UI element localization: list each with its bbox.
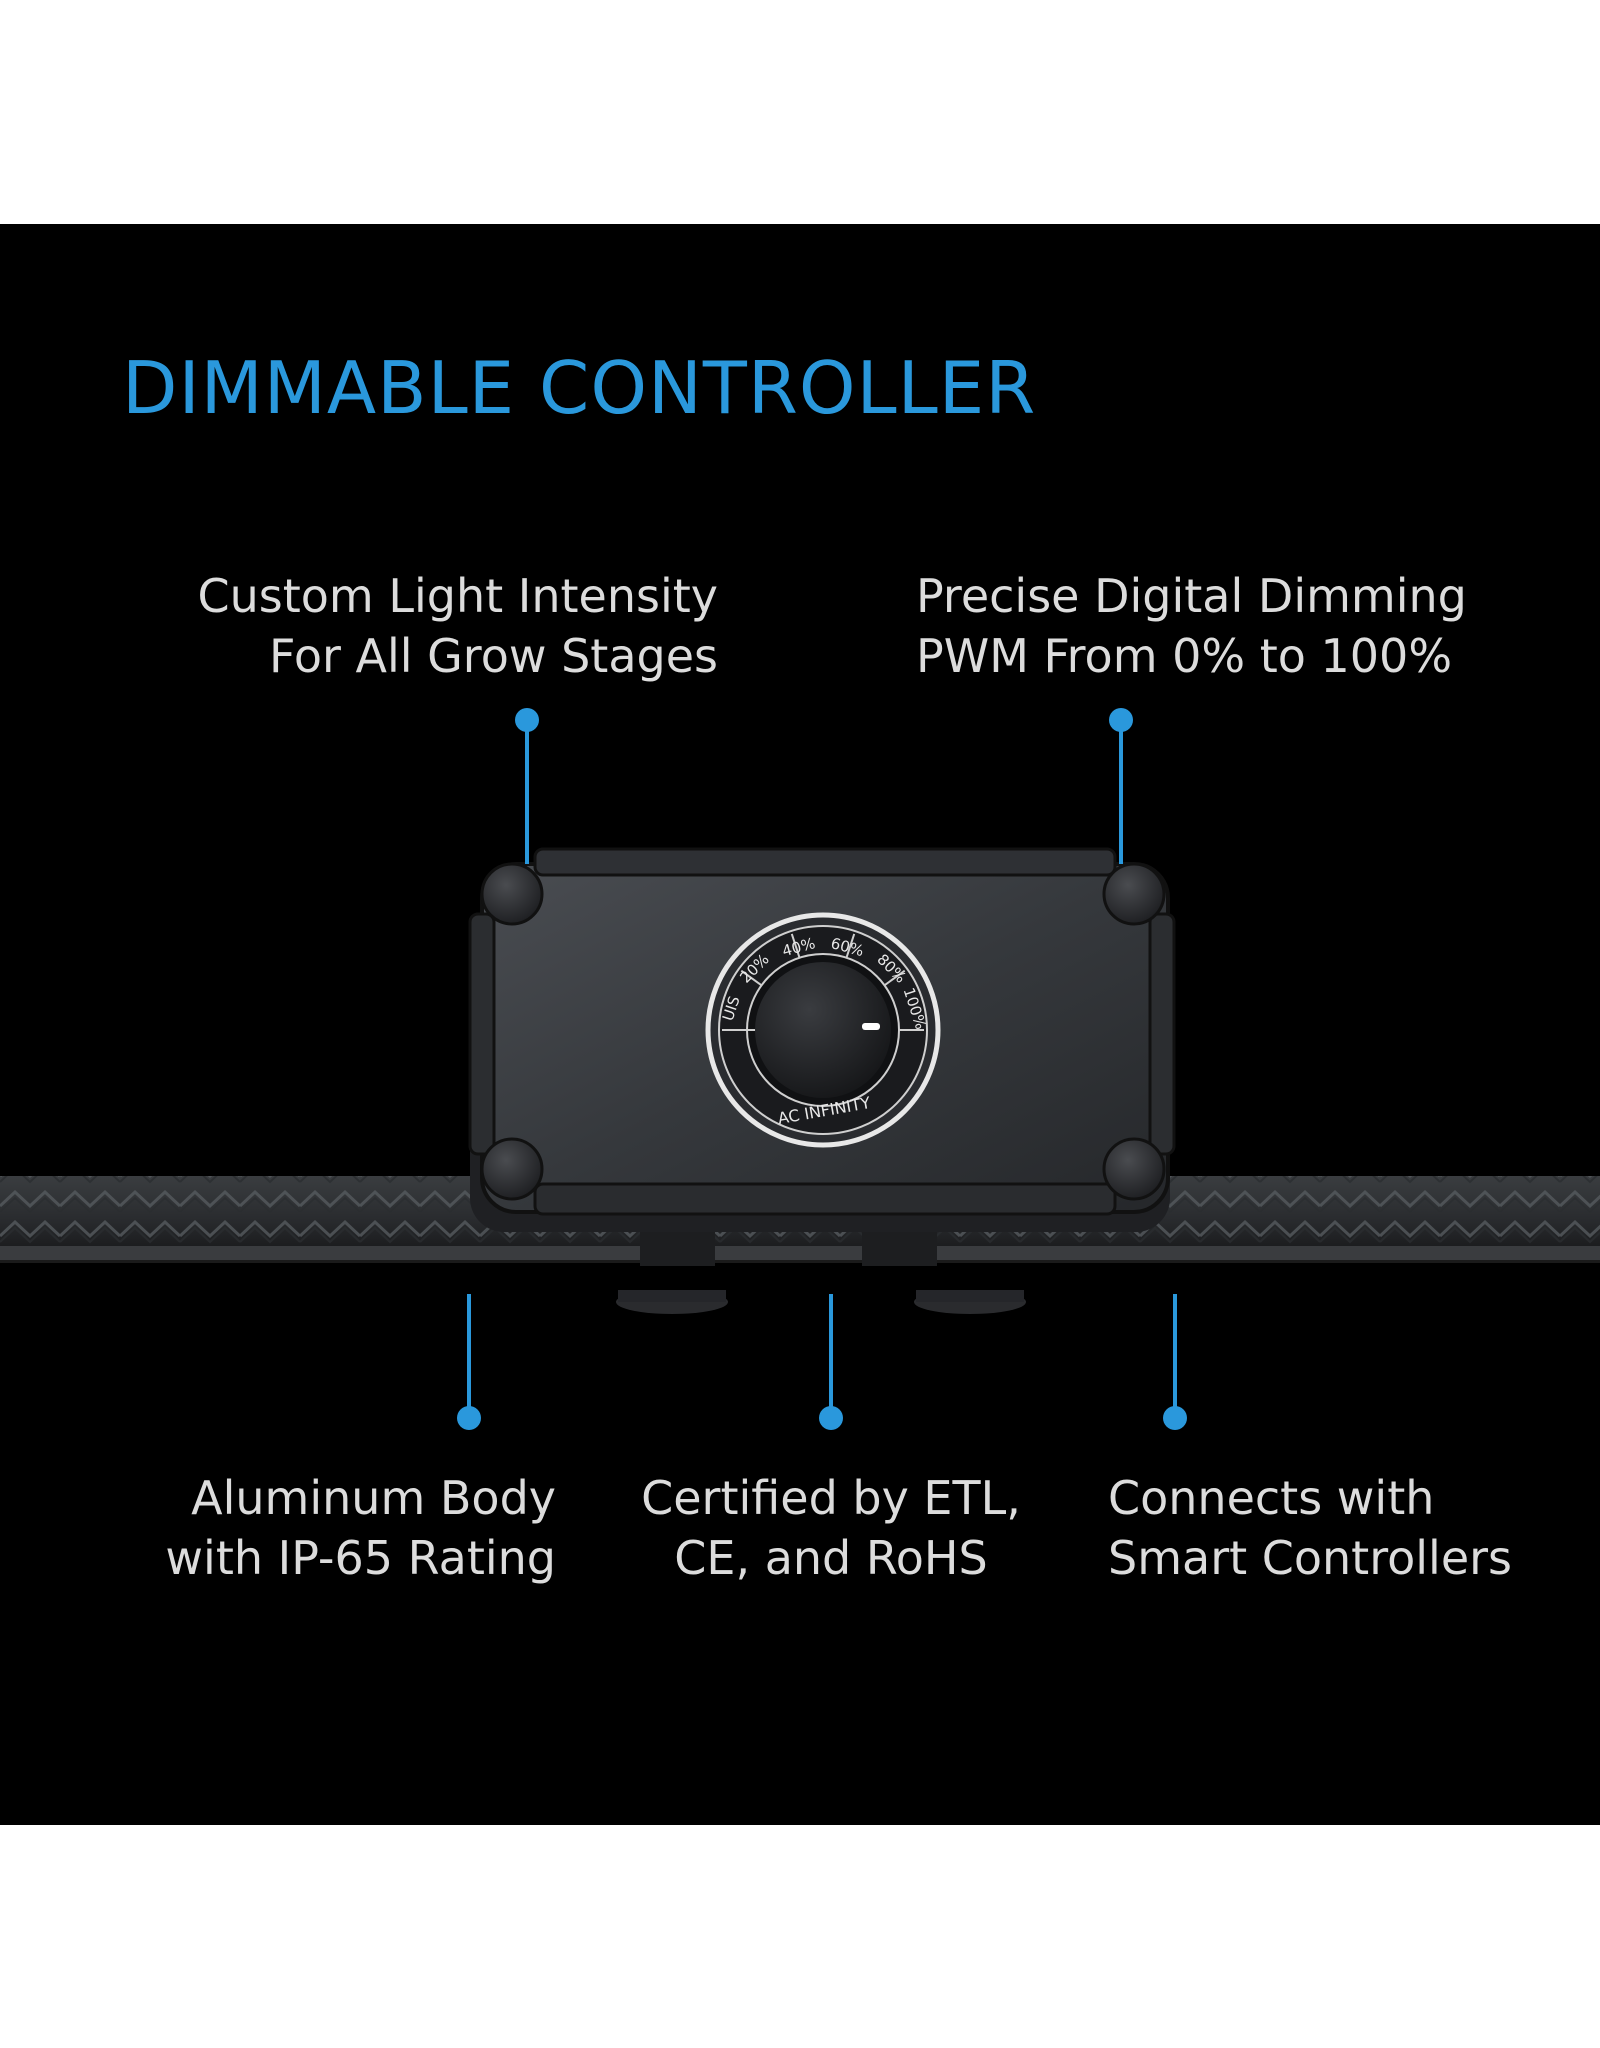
feature-panel: DIMMABLE CONTROLLER (0, 224, 1600, 1825)
feature-digital-dimming: Precise Digital Dimming PWM From 0% to 1… (916, 569, 1467, 683)
feature-certifications: Certified by ETL, CE, and RoHS (641, 1471, 1021, 1585)
feature-light-intensity: Custom Light Intensity For All Grow Stag… (197, 569, 719, 683)
dimmable-controller-illustration: UIS 20% 40% 60% 80% 100% AC INFINITY (0, 708, 1600, 1430)
dimmer-dial: UIS 20% 40% 60% 80% 100% AC INFINITY (705, 912, 941, 1148)
page-title: DIMMABLE CONTROLLER (122, 346, 1037, 430)
callout-connectors (457, 708, 1187, 1430)
knob-indicator (862, 1023, 880, 1030)
controller-body (468, 847, 1176, 1232)
feature-aluminum-body: Aluminum Body with IP-65 Rating (165, 1471, 556, 1585)
corner-caps (480, 862, 1166, 1201)
feature-smart-controllers: Connects with Smart Controllers (1108, 1471, 1513, 1585)
